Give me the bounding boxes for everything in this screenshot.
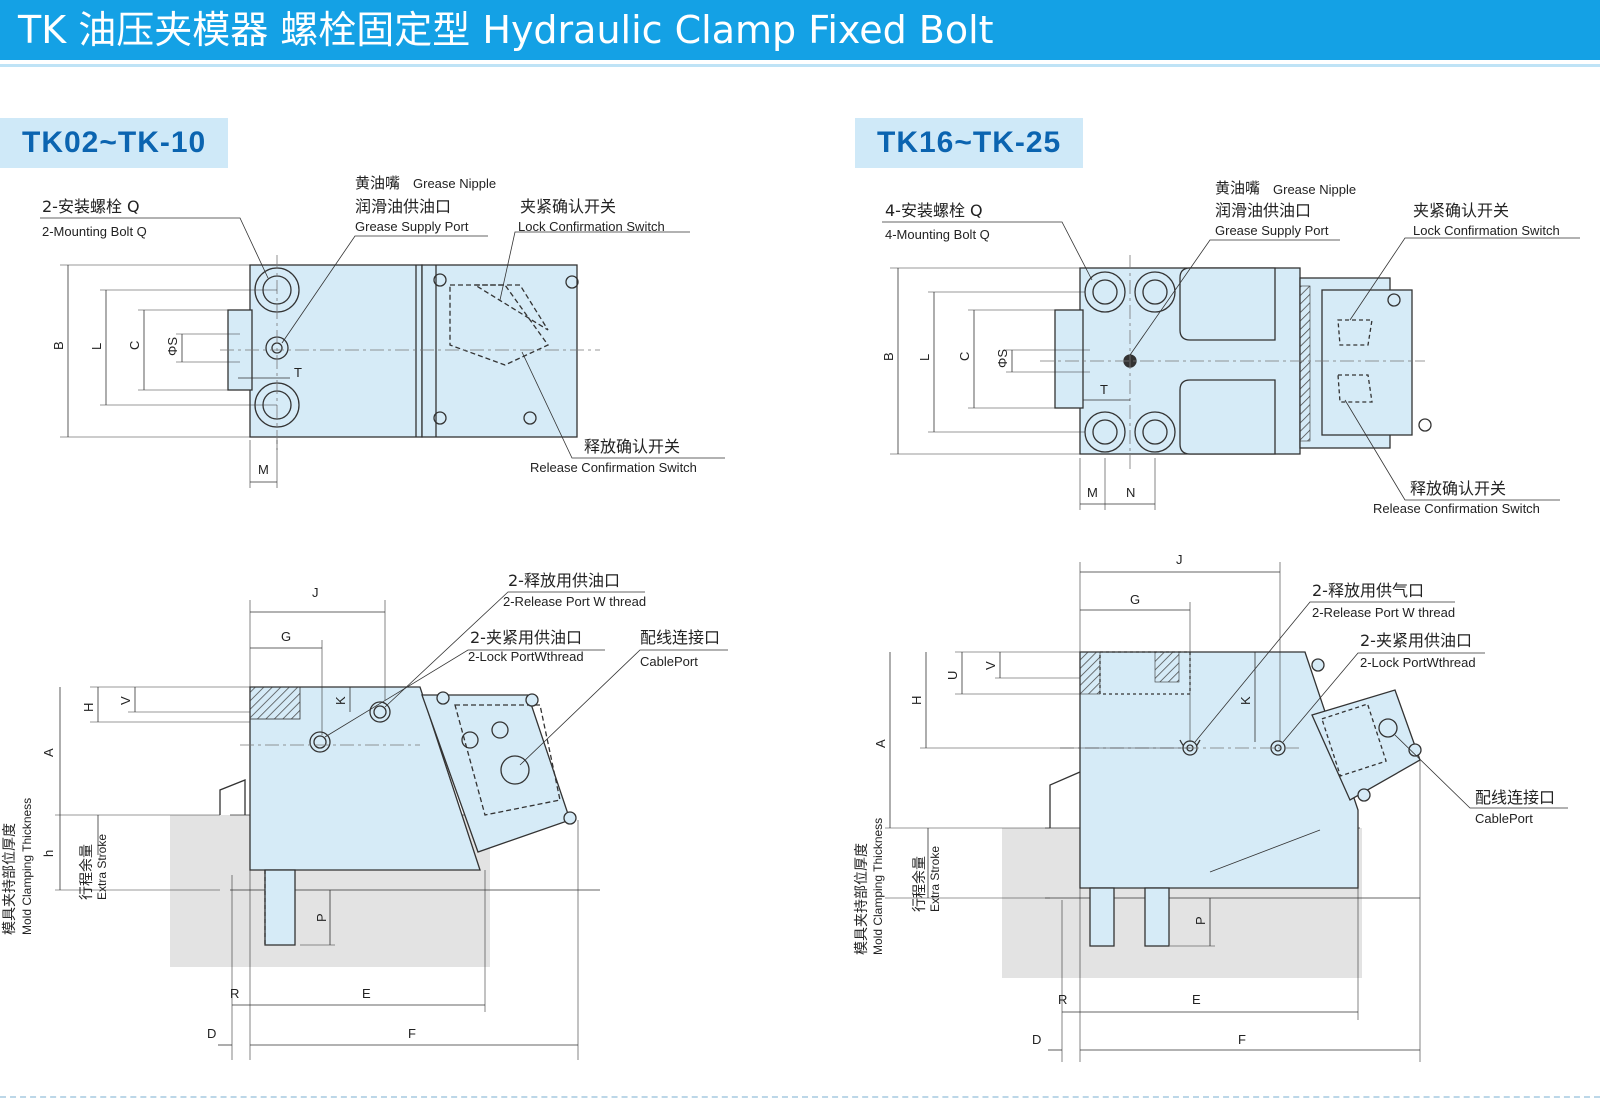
left-release-port-cn: 2-释放用供油口: [508, 571, 620, 590]
right-cable-en: CablePort: [1475, 811, 1533, 826]
dim-right-G: G: [1130, 592, 1140, 607]
right-lock-port-cn: 2-夹紧用供油口: [1360, 631, 1472, 650]
dim-right-B: B: [881, 352, 896, 361]
right-stroke-en: Extra Stroke: [928, 846, 942, 912]
dim-right-P: P: [1193, 916, 1208, 925]
left-top-view: [40, 217, 725, 488]
left-stroke-en: Extra Stroke: [95, 834, 109, 900]
left-stroke-cn: 行程余量: [78, 844, 95, 900]
right-stroke-cn: 行程余量: [911, 856, 928, 912]
left-supply-cn: 润滑油供油口: [355, 197, 451, 216]
left-side-labels: 2-释放用供油口 2-Release Port W thread 2-夹紧用供油…: [2, 571, 720, 1041]
right-nipple-cn: 黄油嘴: [1215, 179, 1260, 197]
right-nipple-en: Grease Nipple: [1273, 182, 1356, 197]
dim-left-E: E: [362, 986, 371, 1001]
right-mold-en: Mold Clamping Thickness: [871, 818, 885, 955]
title-underline: [0, 64, 1600, 67]
page-title: TK 油压夹模器 螺栓固定型 Hydraulic Clamp Fixed Bol…: [18, 8, 994, 52]
model-tag-left: TK02~TK-10: [0, 118, 229, 168]
dim-left-D: D: [207, 1026, 216, 1041]
right-top-view: [882, 221, 1580, 510]
right-side-view: [885, 562, 1568, 1062]
dim-right-V: V: [983, 661, 998, 670]
dim-left-V: V: [118, 696, 133, 705]
dim-left-S: ΦS: [165, 337, 180, 356]
left-clamp-body: [249, 686, 481, 871]
dim-left-J: J: [312, 585, 319, 600]
dim-right-R: R: [1058, 992, 1067, 1007]
dim-left-M: M: [258, 462, 269, 477]
left-release-port-en: 2-Release Port W thread: [503, 594, 646, 609]
dim-left-P: P: [314, 913, 329, 922]
right-lock-port-en: 2-Lock PortWthread: [1360, 655, 1476, 670]
right-release-en: Release Confirmation Switch: [1373, 501, 1540, 516]
left-nipple-cn: 黄油嘴: [355, 174, 400, 192]
dim-right-T: T: [1100, 382, 1108, 397]
right-lock-en: Lock Confirmation Switch: [1413, 223, 1560, 238]
dim-left-R: R: [230, 986, 239, 1001]
dim-right-D: D: [1032, 1032, 1041, 1047]
dim-right-E: E: [1192, 992, 1201, 1007]
dim-right-C: C: [957, 352, 972, 361]
dim-left-F: F: [408, 1026, 416, 1041]
right-release-port-en: 2-Release Port W thread: [1312, 605, 1455, 620]
dim-right-K: K: [1238, 696, 1253, 705]
dim-left-C: C: [127, 341, 142, 350]
dim-left-K: K: [333, 696, 348, 705]
left-top-side-block: [421, 264, 578, 438]
dim-right-U: U: [945, 671, 960, 680]
dim-right-M: M: [1087, 485, 1098, 500]
left-mold-cn: 模具夹持部位厚度: [2, 823, 18, 935]
left-top-labels: 2-安装螺栓 Q 2-Mounting Bolt Q 黄油嘴 Grease Ni…: [42, 174, 697, 477]
right-lock-cn: 夹紧确认开关: [1413, 201, 1509, 220]
right-cable-cn: 配线连接口: [1475, 788, 1555, 807]
dim-right-J: J: [1176, 552, 1183, 567]
left-mold-en: Mold Clamping Thickness: [20, 798, 34, 935]
dim-left-H: H: [81, 703, 96, 712]
right-release-port-cn: 2-释放用供气口: [1312, 581, 1424, 600]
dim-right-L: L: [917, 354, 932, 361]
dim-right-F: F: [1238, 1032, 1246, 1047]
dim-left-B: B: [51, 341, 66, 350]
footer-divider: [0, 1096, 1600, 1098]
title-bar: TK 油压夹模器 螺栓固定型 Hydraulic Clamp Fixed Bol…: [0, 0, 1600, 60]
left-side-view: [55, 591, 728, 1060]
right-mold-cn: 模具夹持部位厚度: [854, 843, 870, 955]
dim-right-A: A: [873, 739, 888, 748]
right-top-labels: 4-安装螺栓 Q 4-Mounting Bolt Q 黄油嘴 Grease Ni…: [881, 179, 1560, 516]
dim-left-T: T: [294, 365, 302, 380]
right-top-boss: [1054, 309, 1084, 409]
right-bolt-cn: 4-安装螺栓 Q: [885, 201, 983, 220]
left-lock-port-cn: 2-夹紧用供油口: [470, 628, 582, 647]
left-supply-en: Grease Supply Port: [355, 219, 469, 234]
dim-left-h: h: [41, 850, 56, 857]
right-bolt-en: 4-Mounting Bolt Q: [885, 227, 990, 242]
left-lock-en: Lock Confirmation Switch: [518, 219, 665, 234]
right-supply-cn: 润滑油供油口: [1215, 201, 1311, 220]
left-lock-cn: 夹紧确认开关: [520, 197, 616, 216]
right-side-labels: 2-释放用供气口 2-Release Port W thread 2-夹紧用供油…: [854, 552, 1555, 1047]
right-supply-en: Grease Supply Port: [1215, 223, 1329, 238]
dim-left-L: L: [89, 343, 104, 350]
right-clamp-body: [1079, 651, 1359, 889]
left-bolt-cn: 2-安装螺栓 Q: [42, 197, 140, 216]
model-tag-right: TK16~TK-25: [855, 118, 1084, 168]
left-cable-cn: 配线连接口: [640, 628, 720, 647]
dim-right-H: H: [909, 696, 924, 705]
dim-right-N: N: [1126, 485, 1135, 500]
left-nipple-en: Grease Nipple: [413, 176, 496, 191]
right-release-cn: 释放确认开关: [1410, 479, 1506, 498]
left-lock-port-en: 2-Lock PortWthread: [468, 649, 584, 664]
left-release-en: Release Confirmation Switch: [530, 460, 697, 475]
left-cable-port: [500, 755, 530, 785]
left-bolt-en: 2-Mounting Bolt Q: [42, 224, 147, 239]
left-cable-en: CablePort: [640, 654, 698, 669]
right-cable-port: [1378, 718, 1398, 738]
left-release-cn: 释放确认开关: [584, 437, 680, 456]
left-lock-port: [309, 731, 331, 753]
dim-left-G: G: [281, 629, 291, 644]
dim-left-A: A: [41, 748, 56, 757]
dim-right-S: ΦS: [995, 349, 1010, 368]
